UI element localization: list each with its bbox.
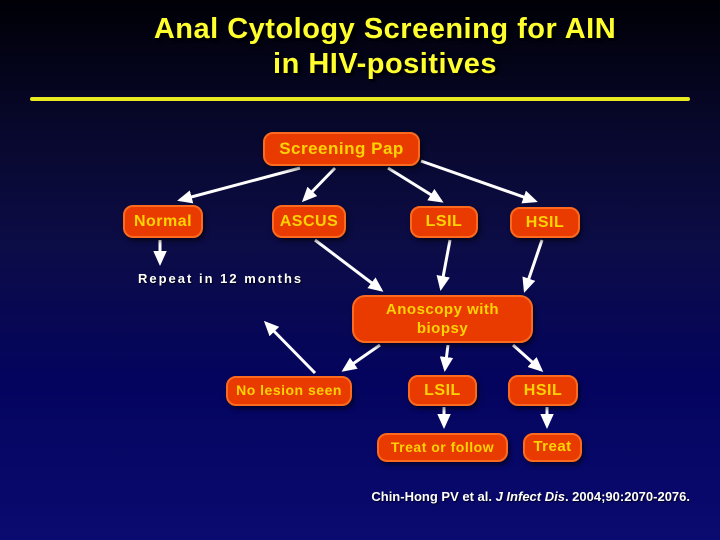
arrow-pap-to-lsil: [387, 166, 444, 203]
node-no-lesion-seen: No lesion seen: [226, 376, 352, 406]
citation-journal: J Infect Dis: [495, 489, 565, 504]
arrow-pap-to-hsil: [420, 159, 538, 204]
node-anoscopy-with-biopsy: Anoscopy with biopsy: [352, 295, 533, 343]
citation-tail: . 2004;90:2070-2076.: [564, 489, 690, 504]
node-lsil-top: LSIL: [410, 206, 478, 238]
citation-authors: Chin-Hong PV et al.: [371, 489, 496, 504]
arrow-lsil-to-anoscopy: [436, 239, 452, 291]
arrow-ascus-to-anoscopy: [314, 238, 384, 292]
arrow-pap-to-normal: [177, 166, 301, 204]
arrow-nolesion-to-repeat: [263, 320, 317, 375]
repeat-in-12-months-label: Repeat in 12 months: [138, 271, 304, 286]
node-ascus: ASCUS: [272, 205, 346, 238]
slide-title-line1: Anal Cytology Screening for AIN: [153, 13, 617, 45]
node-treat-or-follow: Treat or follow: [377, 433, 508, 462]
arrow-anoscopy-to-hsil: [512, 343, 544, 372]
citation: Chin-Hong PV et al. J Infect Dis. 2004;9…: [371, 489, 690, 504]
arrow-pap-to-ascus: [301, 166, 337, 203]
node-treat: Treat: [523, 433, 582, 462]
title-underline: [30, 97, 690, 101]
arrow-anoscopy-to-lsil: [439, 344, 454, 372]
node-hsil-top: HSIL: [510, 207, 580, 238]
node-hsil-mid: HSIL: [508, 375, 578, 406]
slide-title: Anal Cytology Screening for AIN in HIV-p…: [40, 12, 720, 82]
node-lsil-mid: LSIL: [408, 375, 477, 406]
anoscopy-label-line1: Anoscopy with: [385, 301, 500, 318]
anoscopy-label-line2: biopsy: [416, 320, 469, 337]
arrow-anoscopy-to-nolesion: [341, 343, 381, 372]
node-screening-pap: Screening Pap: [263, 132, 420, 166]
arrow-hsil-to-anoscopy: [522, 239, 544, 293]
slide-title-line2: in HIV-positives: [273, 48, 497, 80]
node-normal: Normal: [123, 205, 203, 238]
